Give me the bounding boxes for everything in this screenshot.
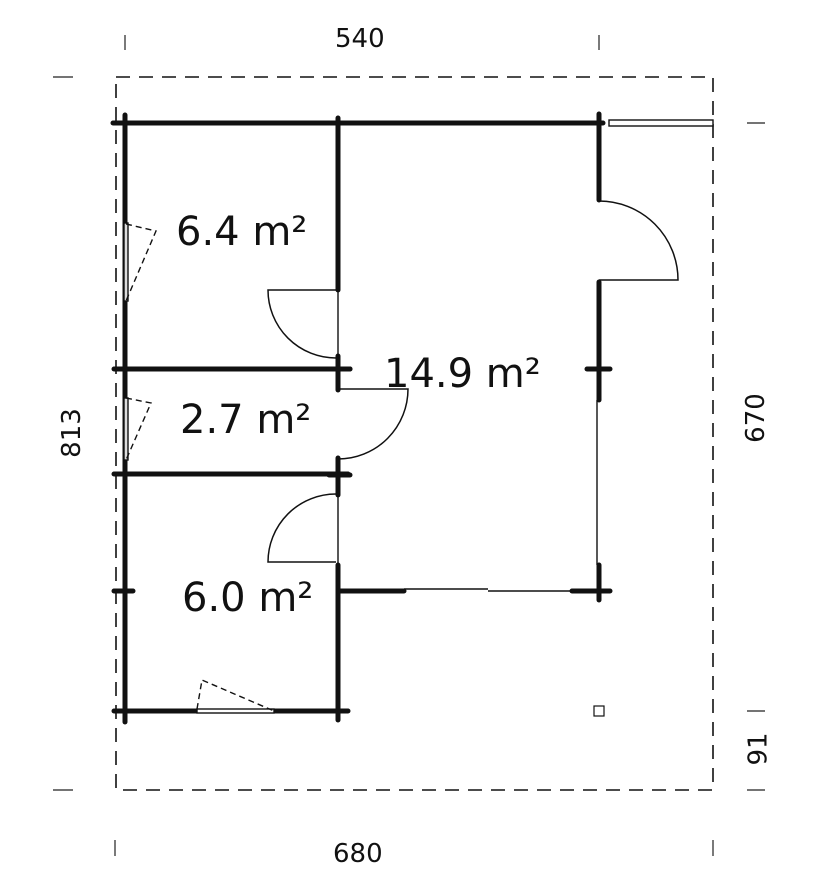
dimension-bottom-width: 680 xyxy=(333,839,383,869)
room-area-main: 14.9 m² xyxy=(384,351,541,397)
thin-walls xyxy=(123,119,714,714)
room-area-bottom-left: 6.0 m² xyxy=(182,575,314,621)
room-area-top-left: 6.4 m² xyxy=(176,209,308,255)
doors xyxy=(267,200,679,563)
dimension-left-height: 813 xyxy=(56,408,87,458)
post-marker xyxy=(593,705,605,717)
dimension-right-height-canopy: 91 xyxy=(743,732,774,766)
dimension-right-height-main: 670 xyxy=(740,393,771,443)
roof-outline xyxy=(115,76,714,791)
room-area-middle-left: 2.7 m² xyxy=(180,397,312,443)
dimension-ticks xyxy=(53,35,765,856)
window-swings xyxy=(125,223,275,712)
dimension-top-width: 540 xyxy=(335,24,385,54)
